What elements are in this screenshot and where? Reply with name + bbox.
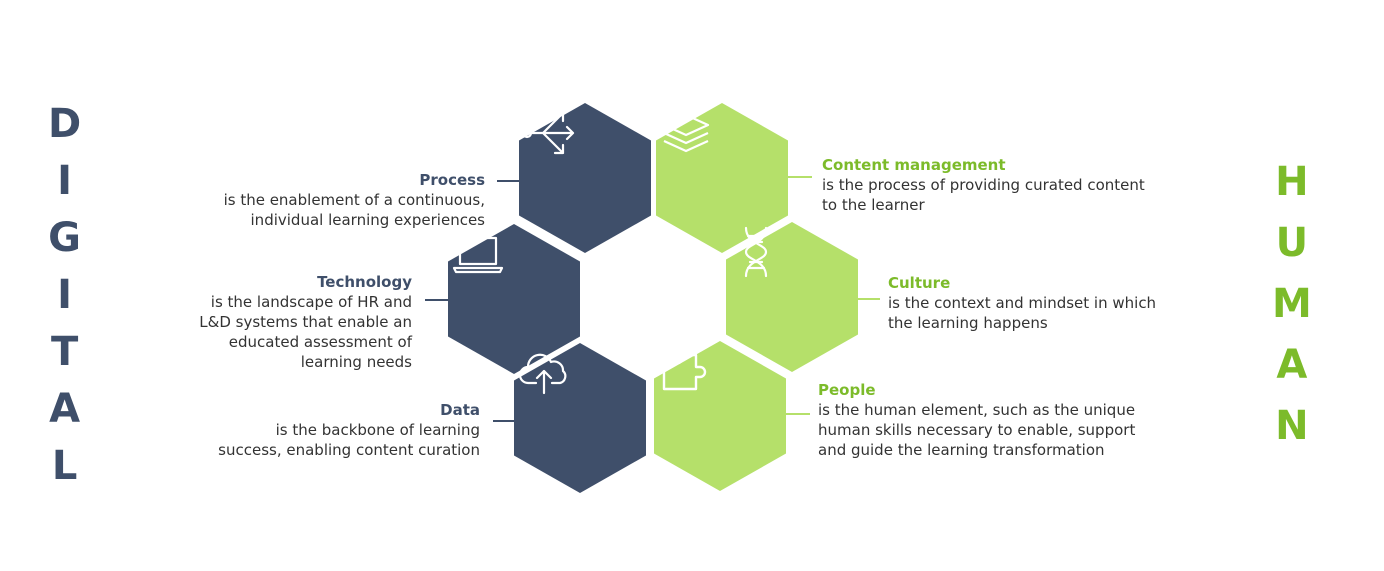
dna-icon [744,226,768,278]
text-line: L&D systems that enable an [199,313,412,331]
laptop-icon [452,236,504,274]
text-line: is the context and mindset in which [888,294,1157,312]
text-line: individual learning experiences [250,211,485,229]
technology-hexagon [448,224,580,374]
technology-connector [425,299,448,301]
text-line: and guide the learning transformation [818,441,1105,459]
text-line: success, enabling content curation [218,441,480,459]
letter: U [1275,220,1309,266]
content-management-hexagon [656,103,788,253]
letter: I [57,272,73,318]
letter: N [1275,403,1309,449]
people-hexagon [654,341,786,491]
letter: A [1276,342,1308,388]
text-line: is the enablement of a continuous, [223,191,485,209]
technology-title: Technology [317,273,412,291]
content-management-description: Content management is the process of pro… [822,155,1145,215]
share-arrows-icon [521,111,575,155]
process-hexagon [519,103,651,253]
people-connector [786,413,810,415]
process-connector [497,180,519,182]
technology-description: Technology is the landscape of HR and L&… [199,272,412,372]
people-title: People [818,381,876,399]
letter: M [1272,281,1312,327]
human-vertical-word: H U M A N [1272,152,1312,457]
text-line: is the landscape of HR and [210,293,412,311]
letter: A [49,386,81,432]
content-management-title: Content management [822,156,1006,174]
text-line: learning needs [300,353,412,371]
people-description: People is the human element, such as the… [818,380,1135,460]
data-description: Data is the backbone of learning success… [218,400,480,460]
text-line: is the human element, such as the unique [818,401,1136,419]
letter: D [48,101,82,147]
process-title: Process [419,171,485,189]
text-line: the learning happens [888,314,1048,332]
process-description: Process is the enablement of a continuou… [224,170,485,230]
data-title: Data [440,401,480,419]
culture-description: Culture is the context and mindset in wh… [888,273,1156,333]
letter: T [50,329,79,375]
puzzle-icon [662,353,707,391]
letter: H [1275,159,1309,205]
letter: I [57,158,73,204]
letter: L [51,443,78,489]
text-line: is the backbone of learning [275,421,480,439]
letter: G [48,215,82,261]
culture-hexagon [726,222,858,372]
data-connector [493,420,514,422]
text-line: to the learner [822,196,925,214]
text-line: is the process of providing curated cont… [822,176,1145,194]
data-hexagon [514,343,646,493]
content-connector [788,176,812,178]
text-line: educated assessment of [228,333,412,351]
text-line: human skills necessary to enable, suppor… [818,421,1136,439]
cloud-upload-icon [518,353,567,395]
culture-title: Culture [888,274,951,292]
layers-icon [662,113,710,153]
culture-connector [858,298,880,300]
digital-vertical-word: D I G I T A L [48,96,81,495]
